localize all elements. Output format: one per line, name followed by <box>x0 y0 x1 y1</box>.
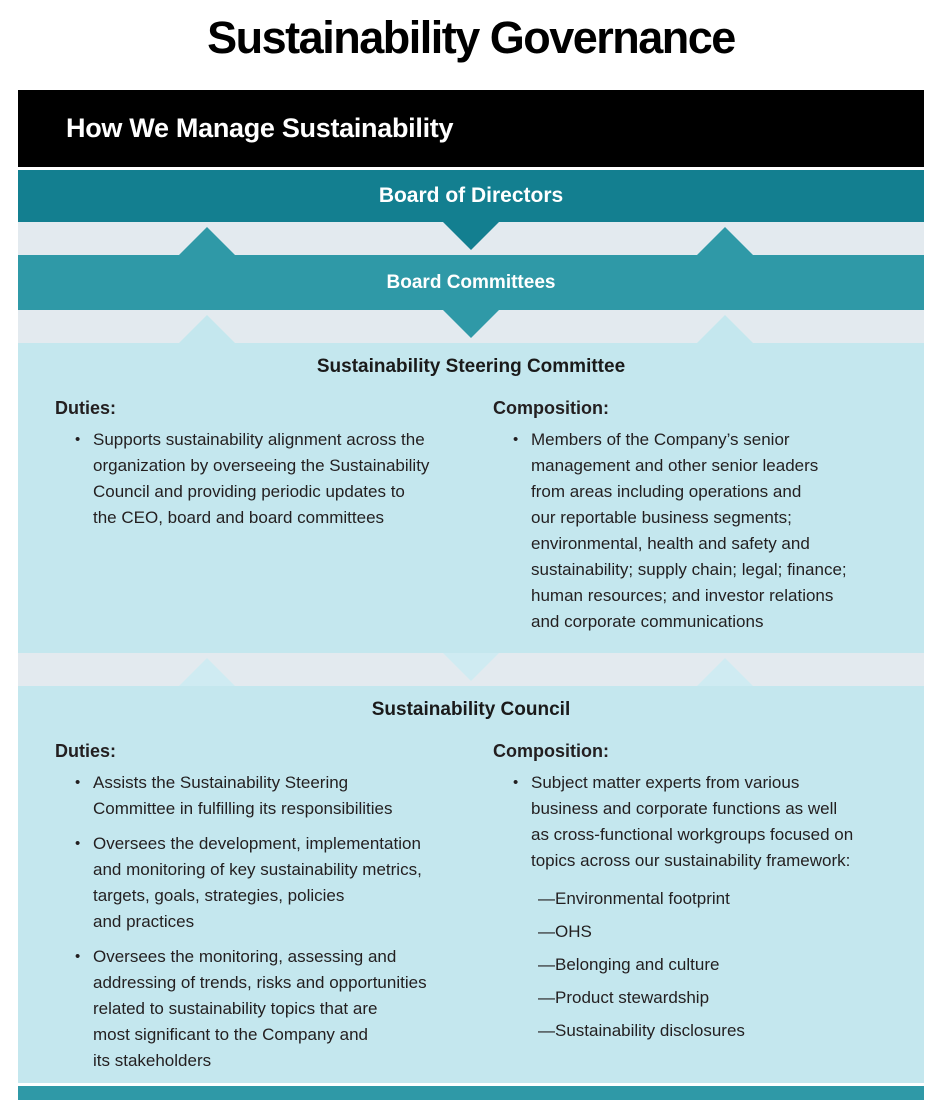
board-of-directors-bar: Board of Directors <box>18 170 924 222</box>
flow-band-1 <box>18 222 924 255</box>
up-arrow-icon <box>697 658 753 686</box>
framework-topics-list: Environmental footprint OHS Belonging an… <box>493 886 890 1044</box>
board-committees-label: Board Committees <box>386 271 556 293</box>
council-duties-column: Duties: Assists the Sustainability Steer… <box>18 741 493 1083</box>
framework-topic-item: Sustainability disclosures <box>538 1018 890 1044</box>
framework-topic-item: OHS <box>538 919 890 945</box>
board-committees-bar: Board Committees <box>18 255 924 310</box>
up-arrow-icon <box>697 315 753 343</box>
up-arrow-icon <box>179 227 235 255</box>
governance-diagram: How We Manage Sustainability Board of Di… <box>18 90 924 1100</box>
steering-committee-title: Sustainability Steering Committee <box>316 356 626 377</box>
framework-topic-item: Product stewardship <box>538 985 890 1011</box>
list-item: Oversees the development, implementation… <box>55 831 483 935</box>
council-title: Sustainability Council <box>371 699 571 720</box>
duties-list: Assists the Sustainability Steering Comm… <box>55 770 483 1074</box>
up-arrow-icon <box>179 315 235 343</box>
steering-composition-column: Composition: Members of the Company’s se… <box>493 398 924 644</box>
how-we-manage-banner: How We Manage Sustainability <box>18 90 924 167</box>
steering-duties-column: Duties: Supports sustainability alignmen… <box>18 398 493 644</box>
composition-list: Members of the Company’s senior manageme… <box>493 427 890 635</box>
duties-label: Duties: <box>55 398 117 418</box>
sustainability-council-box: Sustainability Council Duties: Assists t… <box>18 686 924 1083</box>
flow-band-3 <box>18 653 924 686</box>
page-title: Sustainability Governance <box>207 12 736 63</box>
down-arrow-icon <box>443 653 499 681</box>
list-item: Subject matter experts from various busi… <box>493 770 890 874</box>
list-item: Oversees the monitoring, assessing and a… <box>55 944 483 1074</box>
framework-topic-item: Environmental footprint <box>538 886 890 912</box>
council-composition-column: Composition: Subject matter experts from… <box>493 741 924 1083</box>
framework-topic-item: Belonging and culture <box>538 952 890 978</box>
flow-band-2 <box>18 310 924 343</box>
duties-label: Duties: <box>55 741 117 761</box>
footer-accent-bar <box>18 1086 924 1100</box>
duties-list: Supports sustainability alignment across… <box>55 427 483 531</box>
down-arrow-icon <box>443 310 499 338</box>
list-item: Supports sustainability alignment across… <box>55 427 483 531</box>
composition-label: Composition: <box>493 741 609 761</box>
up-arrow-icon <box>697 227 753 255</box>
composition-list: Subject matter experts from various busi… <box>493 770 890 874</box>
list-item: Assists the Sustainability Steering Comm… <box>55 770 483 822</box>
steering-committee-box: Sustainability Steering Committee Duties… <box>18 343 924 653</box>
up-arrow-icon <box>179 658 235 686</box>
board-of-directors-label: Board of Directors <box>378 184 564 207</box>
down-arrow-icon <box>443 222 499 250</box>
list-item: Members of the Company’s senior manageme… <box>493 427 890 635</box>
composition-label: Composition: <box>493 398 609 418</box>
banner-title: How We Manage Sustainability <box>66 113 454 143</box>
